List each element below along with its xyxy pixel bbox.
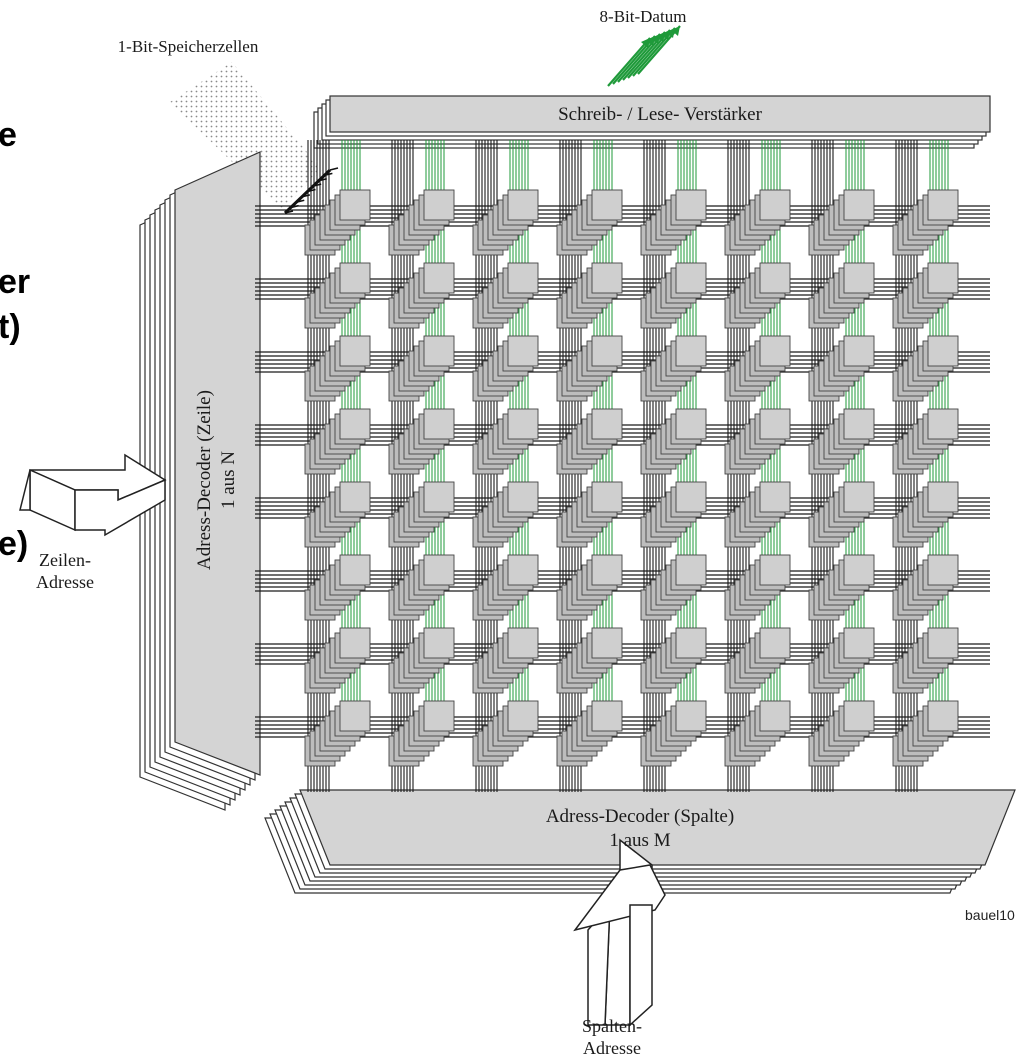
data-arrow-shaft (618, 34, 660, 82)
memory-cell (592, 190, 622, 220)
memory-cell (928, 628, 958, 658)
memory-cell (508, 628, 538, 658)
memory-cell (424, 628, 454, 658)
memory-cell (592, 555, 622, 585)
data-arrow-shaft (633, 28, 675, 76)
memory-cell (676, 263, 706, 293)
memory-cell (508, 263, 538, 293)
column-address-label-1: Spalten- (582, 1016, 642, 1036)
memory-cell (508, 555, 538, 585)
memory-cell (928, 336, 958, 366)
memory-cell (676, 555, 706, 585)
data-arrow-shaft (623, 32, 665, 80)
memory-cell (844, 336, 874, 366)
memory-cell (928, 409, 958, 439)
col-decoder-label-1: Adress-Decoder (Spalte) (546, 806, 734, 827)
cut-off-text-1: e (0, 116, 17, 154)
memory-cell (592, 336, 622, 366)
memory-cell (340, 263, 370, 293)
row-address-label-2: Adresse (36, 572, 94, 592)
memory-cell (928, 482, 958, 512)
data-word-label: 8-Bit-Datum (600, 7, 687, 26)
memory-cell (424, 701, 454, 731)
memory-cell (676, 482, 706, 512)
memory-cell (676, 190, 706, 220)
memory-cell (844, 409, 874, 439)
memory-cell (928, 190, 958, 220)
memory-cell (844, 263, 874, 293)
memory-cell (424, 263, 454, 293)
data-arrow-shaft (608, 38, 650, 86)
data-arrow-shaft (613, 36, 655, 84)
memory-cell (508, 190, 538, 220)
memory-cell (424, 409, 454, 439)
row-decoder-label-1: Adress-Decoder (Zeile) (194, 390, 215, 570)
memory-cell (508, 336, 538, 366)
cell-matrix (305, 190, 958, 766)
memory-cell (760, 555, 790, 585)
memory-cell (676, 409, 706, 439)
memory-cell (592, 409, 622, 439)
memory-cell (760, 482, 790, 512)
memory-cell (340, 555, 370, 585)
memory-cell (508, 701, 538, 731)
memory-cell (928, 263, 958, 293)
cut-off-text-3: t) (0, 308, 21, 346)
memory-cell (844, 555, 874, 585)
figure-id: bauel10 (965, 907, 1015, 923)
data-output-arrows (608, 26, 680, 86)
memory-cell (592, 628, 622, 658)
col-decoder-label-2: 1 aus M (609, 830, 670, 851)
memory-cell (844, 701, 874, 731)
comb-tooth (330, 168, 338, 170)
memory-cell (424, 190, 454, 220)
memory-cell (508, 482, 538, 512)
memory-cell (928, 701, 958, 731)
data-arrow-shaft (638, 26, 680, 74)
rw-amplifier-label: Schreib- / Lese- Verstärker (558, 104, 762, 125)
memory-cell (340, 190, 370, 220)
memory-cell (340, 409, 370, 439)
memory-cell (844, 628, 874, 658)
memory-cell (508, 409, 538, 439)
memory-cell (424, 482, 454, 512)
data-arrow-shaft (628, 30, 670, 78)
memory-cell (760, 263, 790, 293)
memory-cell (340, 701, 370, 731)
memory-cell (760, 628, 790, 658)
memory-cell (760, 409, 790, 439)
row-decoder-label-2: 1 aus N (218, 451, 239, 509)
memory-cell (676, 701, 706, 731)
memory-cell (760, 336, 790, 366)
col-decoder-layer (300, 790, 1015, 865)
cut-off-text-4: e) (0, 525, 28, 563)
memory-cell (676, 628, 706, 658)
memory-cell (592, 482, 622, 512)
bit-cells-label: 1-Bit-Speicherzellen (118, 37, 259, 56)
memory-cell (340, 336, 370, 366)
memory-cell (760, 190, 790, 220)
memory-cell (340, 628, 370, 658)
memory-cell (424, 336, 454, 366)
memory-cell (592, 263, 622, 293)
memory-cell (592, 701, 622, 731)
memory-cell (340, 482, 370, 512)
cell-matrix-wires (255, 140, 990, 792)
row-address-label-1: Zeilen- (39, 550, 91, 570)
memory-cell (844, 482, 874, 512)
cut-off-text-2: er (0, 263, 30, 301)
memory-cell (676, 336, 706, 366)
memory-cell (760, 701, 790, 731)
memory-cell (844, 190, 874, 220)
memory-cell (928, 555, 958, 585)
column-address-label-2: Adresse (583, 1038, 641, 1058)
memory-cell (424, 555, 454, 585)
